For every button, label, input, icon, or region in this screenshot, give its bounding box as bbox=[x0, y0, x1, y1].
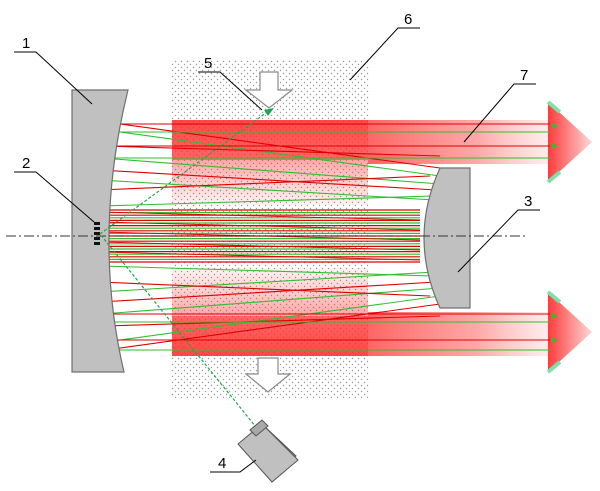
ray-arrow-tip bbox=[552, 123, 558, 129]
ray-upper bbox=[103, 145, 441, 157]
label-5: 5 bbox=[204, 55, 212, 72]
ray-upper bbox=[99, 175, 431, 191]
leader-2 bbox=[14, 171, 95, 223]
lower-output-beam bbox=[368, 290, 592, 374]
upper-output-beam bbox=[368, 100, 592, 184]
ray-upper bbox=[105, 129, 441, 177]
ray-lower bbox=[105, 303, 441, 351]
ray-lower bbox=[99, 271, 435, 293]
ray-lower bbox=[105, 295, 441, 343]
ray-lower bbox=[101, 287, 441, 315]
detector-device bbox=[237, 419, 299, 483]
ray-lower bbox=[101, 265, 433, 277]
ray-upper bbox=[105, 121, 441, 169]
bottom-pump-arrow bbox=[244, 357, 292, 393]
bundle-diagonal bbox=[99, 211, 421, 221]
ray-upper bbox=[99, 169, 437, 191]
label-1: 1 bbox=[22, 35, 30, 52]
ray-upper bbox=[101, 195, 433, 207]
concave-mirror bbox=[71, 89, 129, 373]
probe-beam-out bbox=[99, 109, 271, 235]
convex-mirror bbox=[423, 167, 471, 309]
ray-lower bbox=[103, 315, 441, 327]
leader-lines bbox=[14, 27, 540, 473]
leader-7 bbox=[463, 83, 536, 143]
ray-lower bbox=[99, 281, 437, 303]
ray-upper bbox=[101, 157, 441, 185]
bundle-diagonal bbox=[99, 241, 421, 251]
label-7: 7 bbox=[520, 67, 528, 84]
leader-3 bbox=[457, 209, 540, 273]
probe-beam-in bbox=[99, 233, 261, 433]
ray-arrow-tip bbox=[552, 337, 558, 343]
leader-4 bbox=[210, 459, 257, 473]
bundle-diagonal bbox=[99, 251, 421, 261]
probe-beam-arrowhead bbox=[264, 108, 274, 116]
ray-lower bbox=[99, 281, 431, 297]
bundle-diagonal bbox=[99, 221, 421, 231]
emitter-array bbox=[94, 222, 100, 245]
leader-6 bbox=[349, 27, 420, 81]
label-6: 6 bbox=[404, 11, 412, 28]
leader-5 bbox=[198, 71, 263, 111]
leader-1 bbox=[14, 51, 93, 105]
ray-arrow-tip bbox=[552, 313, 558, 319]
ray-upper bbox=[99, 179, 435, 201]
label-3: 3 bbox=[524, 193, 532, 210]
top-pump-arrow bbox=[244, 71, 294, 109]
ray-arrow-tip bbox=[552, 143, 558, 149]
label-4: 4 bbox=[218, 455, 226, 472]
label-2: 2 bbox=[22, 155, 30, 172]
resonator-rays bbox=[99, 121, 558, 351]
